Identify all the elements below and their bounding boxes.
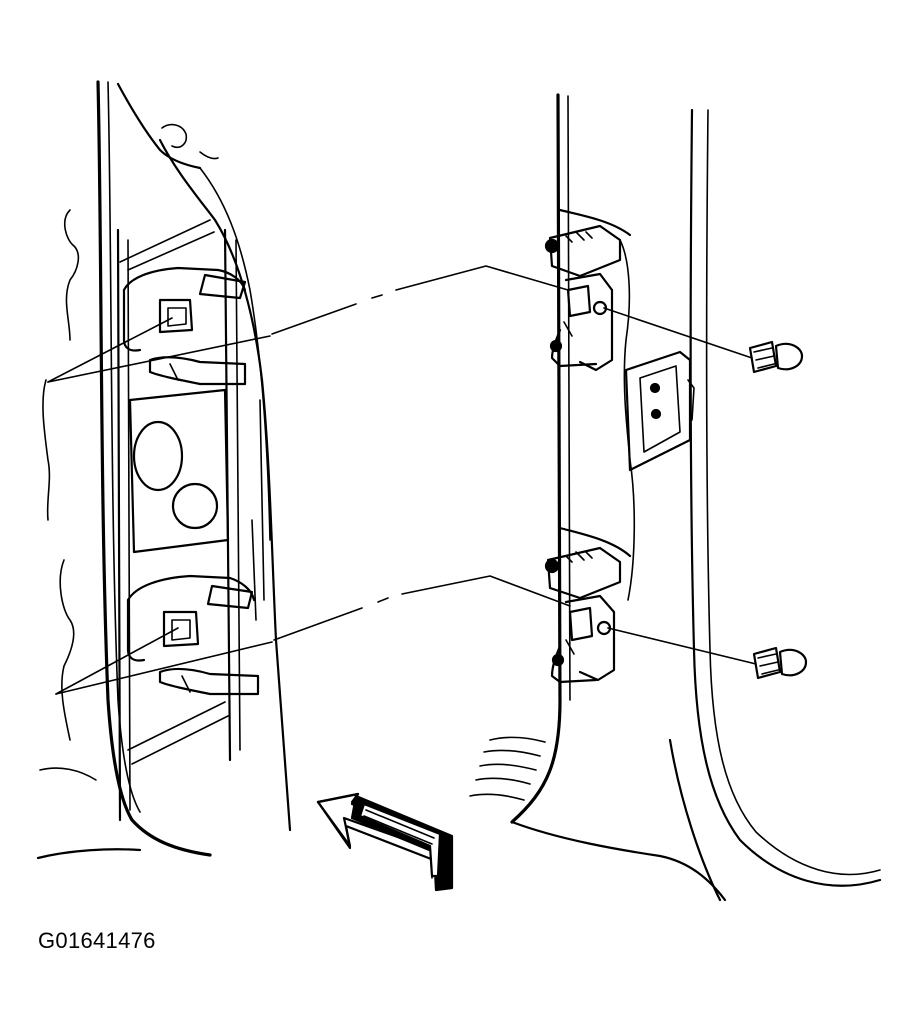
lower-door-hinge-bracket — [126, 574, 260, 696]
body-pillar — [469, 93, 882, 902]
lower-body-hinge — [544, 526, 632, 684]
door-panel — [36, 80, 292, 860]
upper-callout-leaders — [47, 317, 271, 383]
lower-hinge-bolt — [752, 646, 808, 680]
figure-id-label: G01641476 — [38, 928, 156, 953]
upper-hinge-bolt — [748, 340, 804, 374]
lower-callout-leaders — [55, 627, 273, 695]
alignment-lines — [271, 265, 757, 665]
front-direction-arrow-icon — [316, 792, 454, 892]
